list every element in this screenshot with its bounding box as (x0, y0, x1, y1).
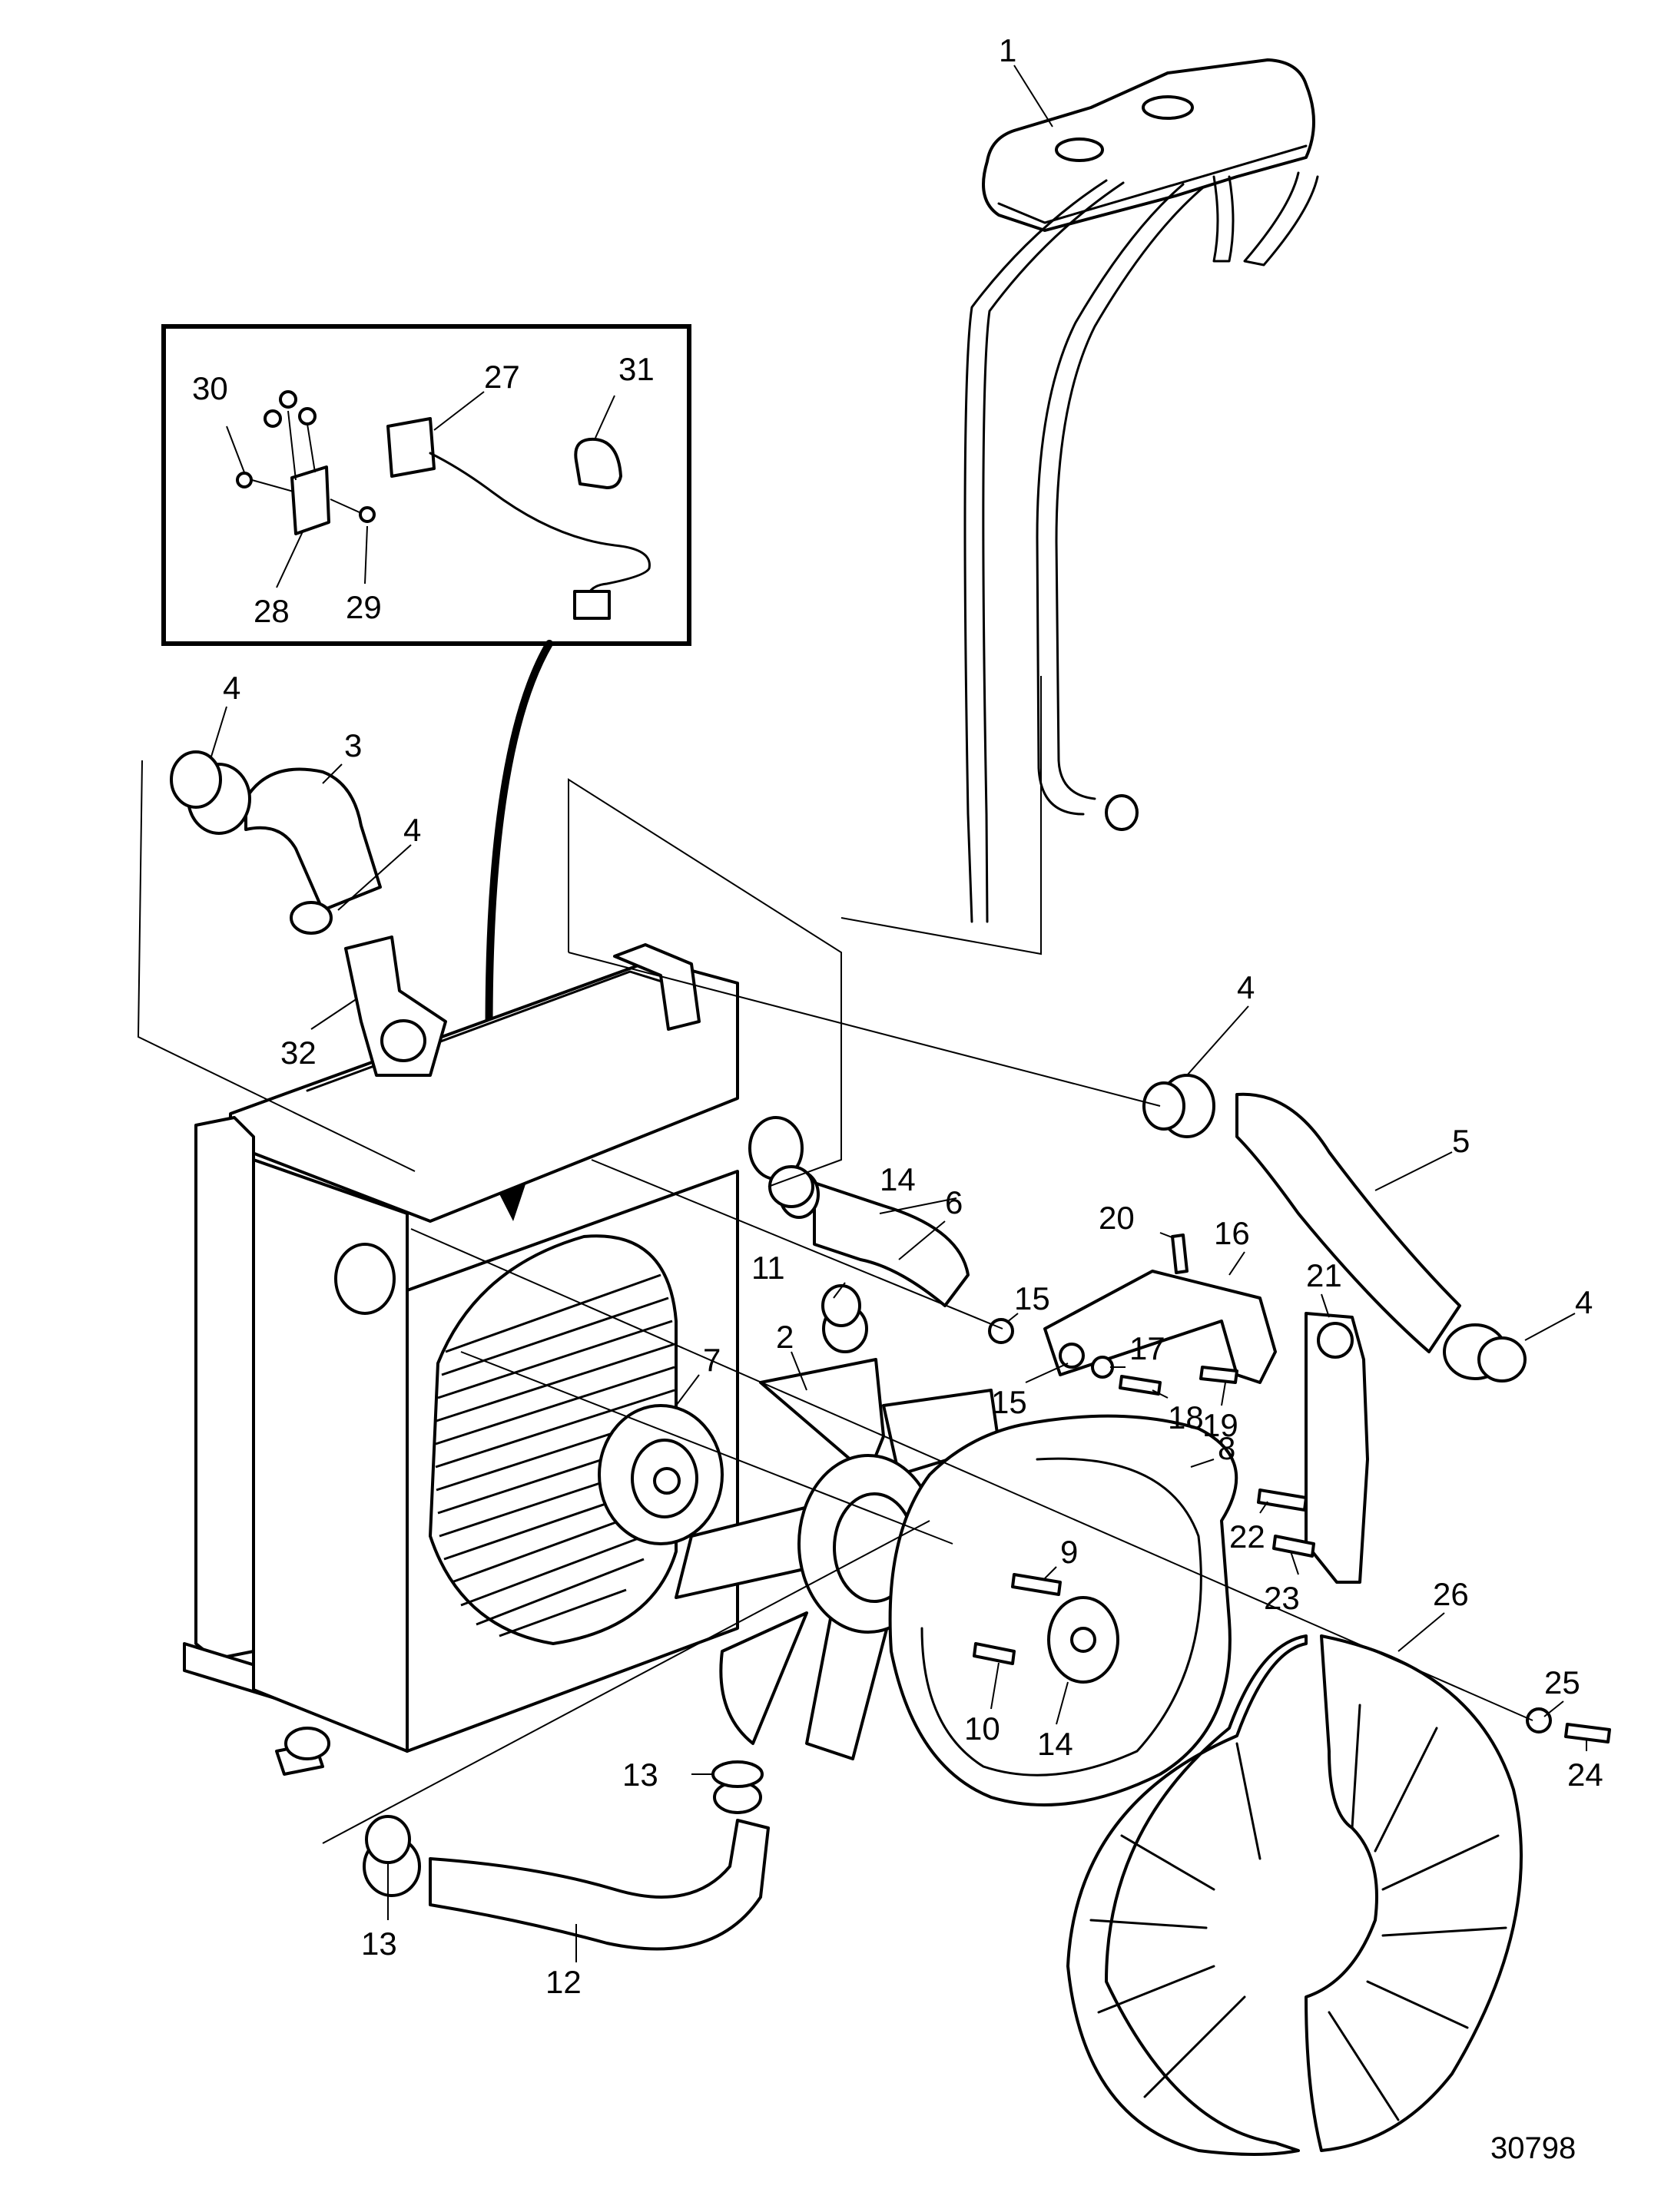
callout-3: 3 (344, 727, 362, 763)
clamp-4-top (170, 750, 222, 809)
callout-1: 1 (999, 32, 1016, 68)
callout-31: 31 (618, 351, 655, 387)
assembly-lines (137, 676, 1533, 1844)
clamp-4-hose5 (1142, 1081, 1185, 1131)
callout-16: 16 (1214, 1215, 1250, 1251)
bolt-20 (1171, 1233, 1189, 1274)
callout-10: 10 (964, 1710, 1000, 1747)
callout-30: 30 (192, 370, 228, 406)
callout-8: 8 (1218, 1430, 1235, 1466)
callout-22: 22 (1229, 1518, 1265, 1555)
callout-12: 12 (545, 1964, 582, 2000)
callout-27: 27 (484, 359, 520, 395)
callout-5: 5 (1452, 1123, 1470, 1159)
sensor-inset-box (161, 324, 691, 646)
callout-14-a: 14 (880, 1161, 916, 1197)
callout-19: 19 (1202, 1407, 1238, 1443)
callout-29: 29 (346, 589, 382, 625)
clamp-13-right (711, 1760, 764, 1788)
callout-20: 20 (1099, 1200, 1135, 1236)
callout-labels: 1 2 3 4 4 4 4 5 6 7 8 9 10 11 12 13 13 1… (192, 32, 1603, 2165)
clamp-4-mid (290, 901, 333, 935)
callout-32: 32 (280, 1035, 317, 1071)
callout-25: 25 (1544, 1664, 1580, 1700)
callout-21: 21 (1306, 1257, 1342, 1293)
callout-9: 9 (1060, 1534, 1078, 1570)
callout-13-b: 13 (361, 1926, 397, 1962)
washer-17 (1091, 1356, 1114, 1379)
bolt-24 (1564, 1723, 1611, 1743)
callout-14-b: 14 (1037, 1726, 1073, 1762)
callout-6: 6 (945, 1184, 963, 1220)
figure-number: 30798 (1490, 2131, 1576, 2165)
callout-26: 26 (1433, 1576, 1469, 1612)
washer-25 (1526, 1707, 1552, 1734)
clamp-4-hose5-end (1477, 1336, 1527, 1382)
outlet-elbow-32 (344, 935, 447, 1077)
bolt-9 (1011, 1573, 1062, 1596)
callout-15-b: 15 (991, 1384, 1027, 1420)
callout-leaders (211, 65, 1587, 1962)
bolt-22 (1257, 1488, 1308, 1512)
expansion-tank (982, 58, 1315, 232)
callout-4-b: 4 (403, 812, 421, 848)
callout-4-d: 4 (1575, 1284, 1593, 1320)
callout-18: 18 (1168, 1399, 1204, 1435)
clamp-11 (821, 1284, 861, 1327)
tank-hoses (963, 171, 1319, 923)
callout-4-c: 4 (1237, 969, 1255, 1005)
drive-hub (1047, 1596, 1119, 1684)
callout-13-a: 13 (622, 1757, 658, 1793)
callout-2: 2 (776, 1319, 794, 1355)
bolt-23 (1272, 1535, 1315, 1558)
callout-15-a: 15 (1014, 1280, 1050, 1316)
clamp-13-left (365, 1815, 411, 1864)
callout-4-a: 4 (223, 670, 240, 706)
callout-23: 23 (1264, 1580, 1300, 1616)
callout-28: 28 (254, 593, 290, 629)
bracket-16 (1043, 1270, 1277, 1384)
callout-24: 24 (1567, 1757, 1603, 1793)
callout-7: 7 (703, 1342, 721, 1378)
hose-12 (363, 1780, 770, 1951)
fan-guard (1066, 1634, 1523, 2156)
callout-17: 17 (1129, 1330, 1165, 1366)
callout-11: 11 (751, 1250, 785, 1286)
bolt-10 (973, 1642, 1016, 1665)
washer-15b (1059, 1343, 1085, 1369)
washer-15a (988, 1318, 1014, 1344)
bolt-19 (1199, 1366, 1238, 1384)
fan-hub (598, 1404, 724, 1545)
